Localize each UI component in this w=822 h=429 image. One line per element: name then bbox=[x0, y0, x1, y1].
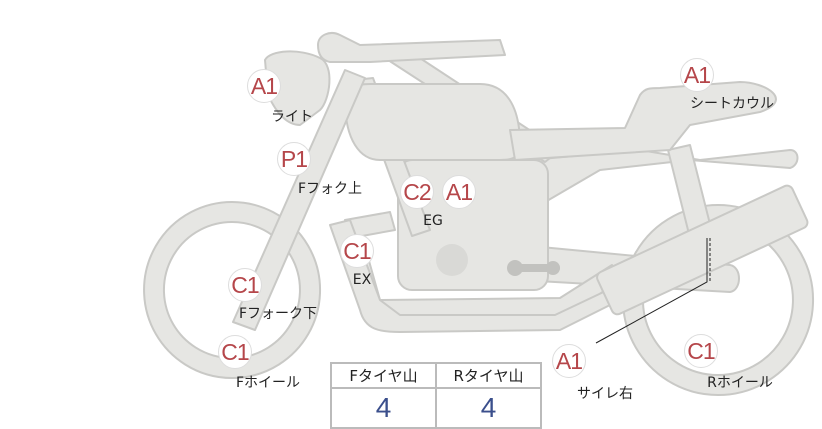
part-label: Rホイール bbox=[707, 375, 773, 391]
part-code-badge: C1 bbox=[340, 234, 374, 268]
part-code-badge: P1 bbox=[277, 142, 311, 176]
part-label: Fフォク上 bbox=[297, 181, 363, 197]
part-label: ライト bbox=[271, 109, 313, 125]
fuel-tank bbox=[344, 83, 521, 161]
part-code-badge: C1 bbox=[218, 335, 252, 369]
handlebar bbox=[317, 32, 506, 63]
part-label: サイレ右 bbox=[577, 386, 633, 402]
part-code-badge: C1 bbox=[684, 334, 718, 368]
rear-tire-value: 4 bbox=[435, 387, 542, 429]
front-tire-header: Fタイヤ山 bbox=[330, 362, 437, 389]
lower-frame bbox=[329, 219, 621, 333]
front-fork bbox=[232, 69, 366, 331]
headlight bbox=[264, 50, 331, 126]
seat bbox=[509, 81, 777, 161]
part-code-badge: C1 bbox=[228, 268, 262, 302]
part-label: Fホイール bbox=[235, 375, 301, 391]
part-label: EG bbox=[423, 213, 443, 229]
part-code-badge: A1 bbox=[552, 344, 586, 378]
engine-cover bbox=[436, 244, 468, 276]
chain-adjuster bbox=[507, 260, 560, 276]
muffler bbox=[596, 184, 809, 316]
tire-tread-table: Fタイヤ山 Rタイヤ山 4 4 bbox=[330, 362, 542, 429]
part-label: シートカウル bbox=[690, 96, 774, 112]
rear-fender bbox=[529, 149, 799, 206]
part-code-badge: A1 bbox=[680, 58, 714, 92]
leader-line bbox=[595, 238, 711, 344]
part-code-badge: A1 bbox=[247, 69, 281, 103]
rear-tire-header: Rタイヤ山 bbox=[435, 362, 542, 389]
part-label: Fフォーク下 bbox=[238, 306, 318, 322]
part-code-badge: C2 bbox=[400, 175, 434, 209]
part-code-badge: A1 bbox=[442, 175, 476, 209]
part-label: EX bbox=[352, 272, 372, 288]
front-tire-value: 4 bbox=[330, 387, 437, 429]
